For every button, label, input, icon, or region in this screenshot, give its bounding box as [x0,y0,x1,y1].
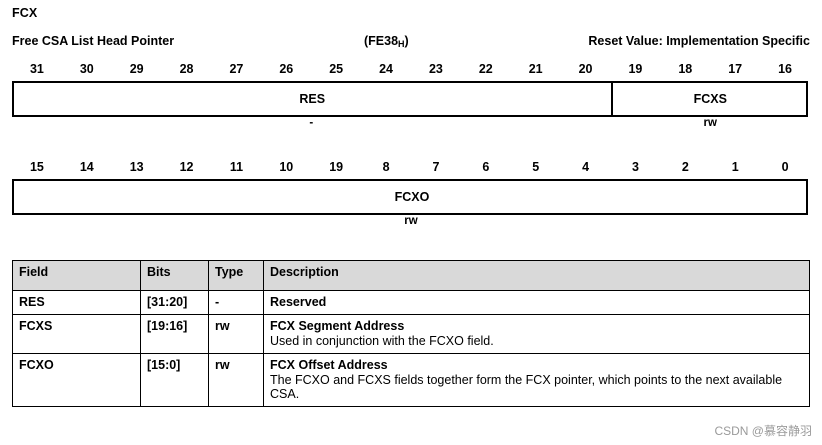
bit-number: 30 [79,62,94,76]
bit-number: 23 [428,62,443,76]
register-reset-value: Reset Value: Implementation Specific [588,34,810,48]
cell-type: rw [208,314,264,354]
field-access-fcxs: rw [703,117,717,129]
field-description-table: Field Bits Type Description RES[31:20]-R… [12,260,810,407]
bit-number: 13 [129,160,144,174]
bit-number: 2 [681,160,689,174]
bit-number: 19 [628,62,643,76]
cell-bits: [31:20] [140,290,209,315]
column-header-type: Type [208,260,264,291]
bit-number: 31 [29,62,44,76]
bit-number: 24 [379,62,394,76]
access-row-lower: rw [12,215,810,231]
access-row-upper: - rw [12,117,810,133]
register-name: FCX [12,6,38,20]
register-header-row: Free CSA List Head Pointer (FE38H) Reset… [12,34,810,50]
bit-field-res: RES [299,92,326,106]
description-title: Reserved [270,295,327,309]
field-access-fcxo: rw [404,215,418,227]
bit-numbers-upper: 31 30 29 28 27 26 25 24 23 22 21 20 19 18 17 16 [12,62,810,81]
bit-number: 29 [129,62,144,76]
column-header-bits: Bits [140,260,209,291]
register-long-name: Free CSA List Head Pointer [12,34,175,48]
register-address-close: ) [404,34,409,48]
cell-type: - [208,290,264,315]
bit-number: 4 [582,160,590,174]
bit-number: 8 [382,160,390,174]
bit-number: 27 [229,62,244,76]
bit-number: 7 [432,160,440,174]
bit-number: 14 [79,160,94,174]
bit-field-box-upper: RES FCXS [12,81,808,117]
bit-number: 6 [482,160,490,174]
bit-number: 21 [528,62,543,76]
bit-number: 1 [731,160,739,174]
bit-number: 18 [678,62,693,76]
bit-number: 22 [478,62,493,76]
bit-number: 28 [179,62,194,76]
bit-number: 15 [29,160,44,174]
bit-number: 12 [179,160,194,174]
bit-number: 19 [329,160,344,174]
bit-number: 5 [532,160,540,174]
table-row: RES[31:20]-Reserved [12,290,810,315]
bit-number: 3 [631,160,639,174]
cell-field: FCXO [12,353,141,407]
bit-number: 11 [229,160,244,174]
bit-number: 0 [781,160,789,174]
cell-field: FCXS [12,314,141,354]
bit-number: 26 [279,62,294,76]
column-header-field: Field [12,260,141,291]
bit-field-box-lower: FCXO [12,179,808,215]
bit-field-fcxo: FCXO [394,190,430,204]
register-address: (FE38H) [364,34,409,49]
description-title: FCX Offset Address [270,358,388,372]
cell-bits: [19:16] [140,314,209,354]
bit-number: 17 [728,62,743,76]
bit-field-fcxs: FCXS [610,83,809,115]
field-access-res: - [309,117,314,129]
table-header-row: Field Bits Type Description [12,260,810,291]
cell-description: Reserved [263,290,810,315]
watermark: CSDN @慕容静羽 [714,424,812,438]
register-address-open: (FE38 [364,34,399,48]
bit-number: 16 [778,62,793,76]
description-title: FCX Segment Address [270,319,405,333]
bit-number: 20 [578,62,593,76]
cell-bits: [15:0] [140,353,209,407]
register-address-subscript: H [398,39,405,49]
cell-field: RES [12,290,141,315]
description-body: The FCXO and FCXS fields together form t… [270,373,783,401]
bit-row-upper-word: 31 30 29 28 27 26 25 24 23 22 21 20 19 18 17 16 RES FCXS… [12,62,810,133]
column-header-description: Description [263,260,810,291]
description-body: Used in conjunction with the FCXO field. [270,334,494,348]
bit-number: 10 [279,160,294,174]
cell-type: rw [208,353,264,407]
bit-number: 25 [329,62,344,76]
